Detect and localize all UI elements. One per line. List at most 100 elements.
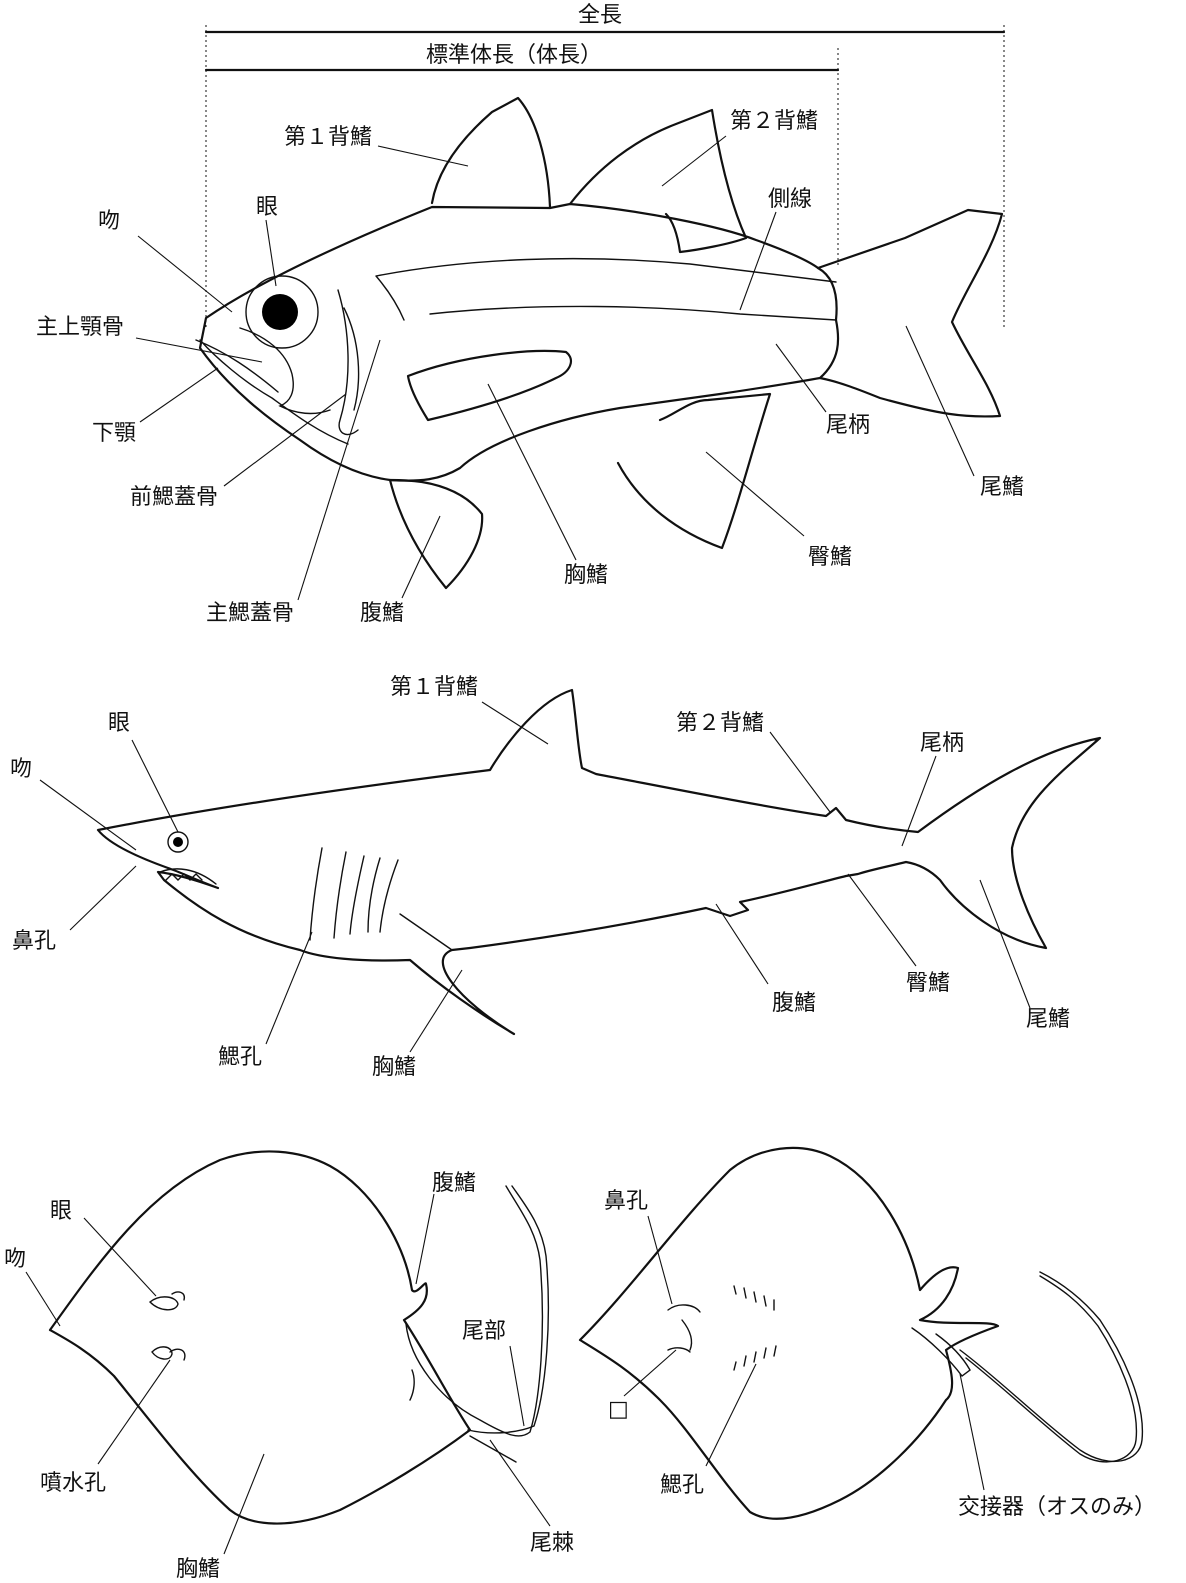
label-shark-second-dorsal-fin: 第２背鰭 xyxy=(676,711,764,736)
lateral-line-curve xyxy=(430,306,836,320)
caudal-fin-shape xyxy=(818,210,1002,416)
shark-figure: 第１背鰭 第２背鰭 眼 吻 尾柄 鼻孔 腹鰭 臀鰭 尾鰭 鰓孔 胸鰭 xyxy=(10,675,1100,1080)
leader-shark-snout xyxy=(40,780,136,850)
ray-ventral-gill-slits-upper xyxy=(734,1286,774,1310)
ray-ventral-figure: 鼻孔 □ 鰓孔 交接器（オスのみ） xyxy=(580,1148,1156,1520)
leader-first-dorsal xyxy=(378,146,468,166)
label-lateral-line: 側線 xyxy=(768,187,812,212)
label-maxilla: 主上顎骨 xyxy=(36,315,124,340)
leader-shark-eye xyxy=(132,740,178,832)
label-pelvic-fin: 腹鰭 xyxy=(360,601,404,626)
label-ray-clasper: 交接器（オスのみ） xyxy=(958,1495,1156,1520)
label-caudal-peduncle: 尾柄 xyxy=(826,413,870,438)
label-first-dorsal-fin: 第１背鰭 xyxy=(284,125,372,150)
label-pectoral-fin: 胸鰭 xyxy=(564,563,608,588)
leader-ray-eye xyxy=(84,1218,156,1296)
label-shark-caudal-fin: 尾鰭 xyxy=(1026,1007,1070,1032)
ray-ventral-tail-outer xyxy=(960,1272,1142,1461)
ray-dorsal-pelvic-edge xyxy=(410,1370,414,1400)
leader-ray-tail xyxy=(510,1346,524,1426)
label-ray-pelvic-fin: 腹鰭 xyxy=(432,1171,476,1196)
opercle-edge xyxy=(338,290,358,435)
label-ray-snout: 吻 xyxy=(4,1247,26,1272)
label-lower-jaw: 下顎 xyxy=(92,421,136,446)
label-shark-snout: 吻 xyxy=(10,757,32,782)
label-ray-tail-spine: 尾棘 xyxy=(530,1531,574,1556)
label-preopercle: 前鰓蓋骨 xyxy=(130,485,218,510)
leader-opercle xyxy=(298,340,380,600)
anal-fin-shape xyxy=(618,394,770,548)
pectoral-fin-shape xyxy=(408,351,571,420)
leader-ray-snout xyxy=(26,1272,60,1326)
gill-slit-1 xyxy=(310,848,322,940)
label-shark-anal-fin: 臀鰭 xyxy=(906,971,950,996)
second-dorsal-fin-shape xyxy=(570,110,746,252)
shark-pupil xyxy=(173,837,183,847)
label-ray-gill-slits: 鰓孔 xyxy=(660,1473,704,1498)
leader-anal-fin xyxy=(706,452,804,536)
leader-ray-gill-slits xyxy=(706,1364,756,1466)
label-shark-first-dorsal-fin: 第１背鰭 xyxy=(390,675,478,700)
cheek-line xyxy=(240,328,330,413)
label-standard-length: 標準体長（体長） xyxy=(426,43,602,68)
label-total-length: 全長 xyxy=(578,3,622,28)
jaw-line xyxy=(200,340,348,444)
ray-dorsal-tail-outer xyxy=(406,1186,542,1436)
bony-fish-body xyxy=(200,204,838,481)
bony-fish-pupil xyxy=(262,294,298,330)
leader-lateral-line xyxy=(740,212,776,310)
leader-pectoral-fin xyxy=(488,384,576,560)
label-second-dorsal-fin: 第２背鰭 xyxy=(730,109,818,134)
leader-ray-pelvic-fin xyxy=(416,1194,434,1284)
leader-caudal-fin xyxy=(906,326,974,476)
label-snout: 吻 xyxy=(98,209,120,234)
shark-pectoral-fin-base xyxy=(400,914,452,950)
pelvic-fin-shape xyxy=(390,480,482,588)
label-ray-pectoral-fin: 胸鰭 xyxy=(176,1557,220,1582)
leader-lower-jaw xyxy=(140,368,218,422)
label-shark-gill-slits: 鰓孔 xyxy=(218,1045,262,1070)
leader-shark-pelvic-fin xyxy=(716,904,768,984)
maxilla-line xyxy=(196,340,278,392)
label-shark-pectoral-fin: 胸鰭 xyxy=(372,1055,416,1080)
bony-fish-figure: 全長 標準体長（体長） 第１背鰭 第２背鰭 眼 吻 側線 主上顎骨 下顎 前鰓蓋… xyxy=(36,3,1024,626)
label-ray-tail: 尾部 xyxy=(462,1319,506,1344)
leader-eye xyxy=(266,220,276,286)
leader-second-dorsal xyxy=(662,136,726,186)
label-anal-fin: 臀鰭 xyxy=(808,545,852,570)
leader-ray-clasper xyxy=(960,1374,984,1490)
label-shark-nostril: 鼻孔 xyxy=(12,929,56,954)
ray-tail-spine xyxy=(470,1436,516,1462)
leader-shark-nostril xyxy=(70,866,136,930)
label-eye: 眼 xyxy=(256,195,278,220)
ray-dorsal-spiracle xyxy=(152,1347,185,1360)
label-opercle: 主鰓蓋骨 xyxy=(206,601,294,626)
label-shark-eye: 眼 xyxy=(108,711,130,736)
leader-snout xyxy=(138,236,232,312)
label-ray-nostril: 鼻孔 xyxy=(604,1189,648,1214)
ray-ventral-nostrils-mouth xyxy=(668,1305,700,1352)
label-caudal-fin: 尾鰭 xyxy=(980,475,1024,500)
gill-slit-2 xyxy=(334,852,346,938)
label-ray-mouth-symbol: □ xyxy=(608,1397,629,1422)
ray-dorsal-disc xyxy=(50,1151,470,1523)
leader-shark-anal-fin xyxy=(848,874,916,966)
label-shark-caudal-peduncle: 尾柄 xyxy=(920,731,964,756)
gill-slit-5 xyxy=(380,860,398,932)
leader-shark-gill-slits xyxy=(266,932,312,1044)
leader-ray-spiracle xyxy=(98,1360,170,1464)
leader-shark-second-dorsal xyxy=(770,732,830,812)
lateral-line-band-upper xyxy=(376,259,836,320)
leader-shark-first-dorsal xyxy=(482,702,548,744)
label-shark-pelvic-fin: 腹鰭 xyxy=(772,991,816,1016)
leader-ray-pectoral-fin xyxy=(224,1454,264,1554)
leader-ray-tail-spine xyxy=(490,1440,550,1526)
label-ray-spiracle: 噴水孔 xyxy=(40,1471,106,1496)
gill-slit-4 xyxy=(368,858,380,932)
ray-dorsal-figure: 眼 腹鰭 吻 尾部 噴水孔 尾棘 胸鰭 xyxy=(4,1151,574,1582)
ray-dorsal-tail-inner xyxy=(468,1186,548,1433)
ray-ventral-tail-inner xyxy=(966,1276,1136,1462)
first-dorsal-fin-shape xyxy=(432,98,550,207)
